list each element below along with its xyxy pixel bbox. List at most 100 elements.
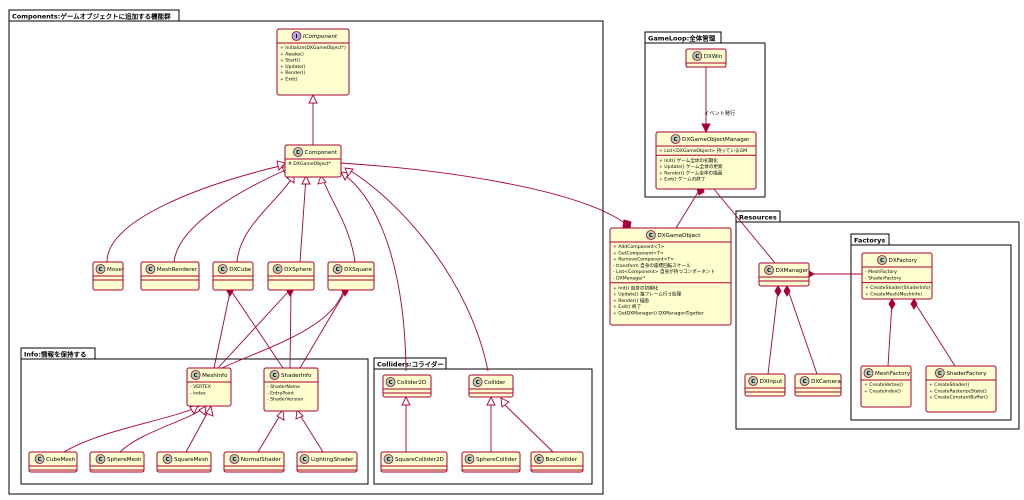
stereotype-letter: C: [148, 267, 152, 273]
composition-diamond-dxcamera: [783, 285, 791, 297]
class-name: Component: [305, 150, 338, 156]
composition-diamond-shaderfactory: [910, 298, 918, 310]
class-member: + List<DXGameObject> 持っているGM: [659, 147, 747, 154]
edge-dxcube-component: [236, 175, 294, 263]
class-box: [223, 451, 285, 473]
class-name: Collider: [484, 380, 506, 386]
inherit-arrow-lightingshader: [295, 409, 304, 420]
class-box: [296, 451, 358, 473]
class-icon: [748, 376, 759, 386]
inherit-arrow-spheremesh: [198, 405, 207, 416]
class-member: - DXManager*: [613, 276, 646, 282]
class-icon: [877, 255, 887, 265]
class-name: DXGameObject: [657, 233, 701, 239]
stereotype-letter: C: [232, 457, 236, 463]
class-name: DXCamera: [811, 379, 841, 385]
class-icon: [95, 454, 106, 464]
stereotype-letter: C: [938, 371, 942, 377]
stereotype-letter: C: [194, 373, 198, 379]
class-name: DXCube: [229, 267, 252, 273]
class-member: + CreateVertex(): [864, 382, 903, 388]
class-member: - index: [190, 390, 206, 396]
stereotype-letter: C: [751, 379, 755, 385]
class-member: + CreateIndex(): [864, 388, 901, 394]
class-normalshader: C NormalShader: [223, 451, 285, 473]
package-info-title: Info:情報を保持する: [24, 350, 86, 359]
class-icon: [692, 51, 703, 61]
class-member: - VERTEX: [190, 384, 211, 390]
class-dxcamera: C DXCamera: [794, 373, 842, 397]
stereotype-letter: C: [467, 457, 471, 463]
class-name: NormalShader: [241, 457, 282, 463]
class-member: + CreateMesh(MeshInfo): [865, 291, 922, 297]
package-resources-title: Resources: [739, 214, 777, 222]
edge-cubemesh-meshinfo: [63, 405, 201, 453]
class-name: SphereCollider: [476, 457, 518, 463]
class-member: + RemoveComponent<T>: [613, 257, 674, 263]
class-icon: [670, 134, 681, 144]
stereotype-letter: C: [537, 457, 541, 463]
interface-icon: [291, 31, 302, 41]
stereotype-letter: C: [386, 457, 390, 463]
stereotype-letter: C: [674, 137, 678, 143]
stereotype-letter: C: [695, 54, 699, 60]
class-icon: [217, 264, 228, 274]
class-box: [380, 451, 448, 473]
class-member: - ShaderName: [267, 384, 300, 390]
edge-dxmanager-dxcamera: [787, 289, 818, 375]
stereotype-letter: C: [221, 267, 225, 273]
class-member: # DXGameObject*: [288, 161, 332, 167]
class-name: MeshFactory: [875, 371, 911, 377]
class-icon: [162, 454, 173, 464]
class-name: SphereMesh: [107, 457, 142, 463]
stereotype-letter: C: [803, 379, 807, 385]
class-name: CubeMesh: [46, 457, 76, 463]
composition-diamond-dxinput: [774, 285, 782, 297]
class-member: + GetDXManager() DXManagerのgetter: [613, 311, 704, 317]
class-box: [925, 365, 997, 413]
class-icon: [229, 454, 240, 464]
stereotype-letter: C: [276, 267, 280, 273]
class-member: + Update() ゲーム全体の更新: [659, 163, 723, 170]
stereotype-letter: C: [880, 258, 884, 264]
class-box: [530, 451, 584, 473]
edge-dxsquare-shaderinfo: [299, 291, 346, 369]
edge-dxcube-meshinfo: [213, 291, 231, 369]
class-name: DXInput: [760, 379, 783, 385]
class-member: + Update(): [280, 64, 306, 70]
class-box: [276, 28, 350, 96]
edge-squaremesh-meshinfo: [185, 407, 211, 453]
composition-diamond-dxgameobject: [622, 219, 632, 229]
class-member: + Init() ゲーム全体の初期化: [659, 157, 718, 164]
class-box: [609, 227, 732, 326]
edge-dxfactory-shaderfactory: [914, 302, 956, 367]
class-member: + CreateShader(ShaderInfo): [865, 285, 931, 291]
edge-collider-component: [345, 167, 489, 372]
stereotype-letter: C: [649, 233, 653, 239]
class-name: ShaderFactory: [946, 371, 987, 377]
inherit-arrow-boxcollider: [500, 397, 510, 408]
class-name: DXManager: [776, 268, 809, 274]
edge-label-event: イベント発行: [704, 109, 735, 117]
package-factorys-title: Factorys: [854, 237, 885, 245]
class-name: LightingShader: [311, 457, 354, 463]
class-member: + Exit() ゲームの終了: [659, 176, 706, 183]
class-dxinput: C DXInput: [744, 373, 786, 397]
class-icon: [799, 376, 810, 386]
edge-dxsphere-component: [299, 176, 307, 263]
edge-dxsquare-component: [321, 176, 356, 263]
edge-dxsphere-meshinfo: [217, 291, 289, 369]
class-name: IComponent: [303, 34, 338, 40]
package-gameloop-title: GameLoop:全体管理: [648, 34, 716, 43]
inherit-arrow-normalshader: [276, 409, 285, 421]
